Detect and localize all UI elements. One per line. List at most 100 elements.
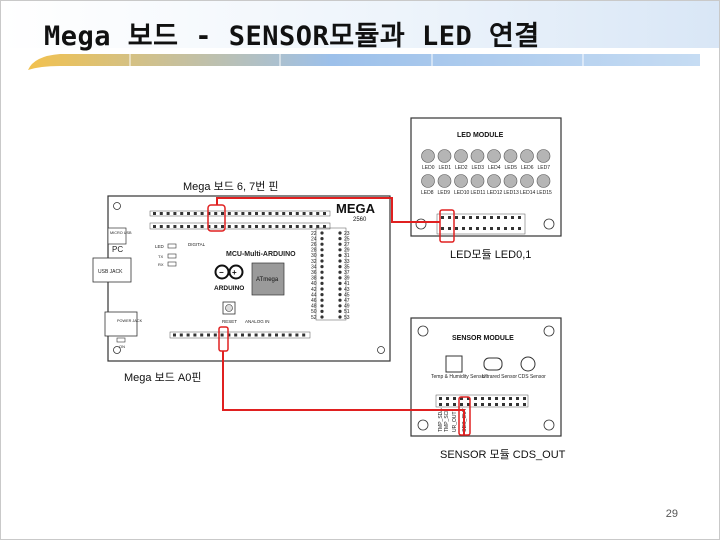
header-pin — [207, 225, 211, 228]
header-pin — [316, 212, 320, 215]
header-pin — [261, 225, 265, 228]
header-pin — [474, 397, 477, 400]
pc-label: PC — [112, 245, 123, 254]
header-pin — [288, 333, 292, 337]
header-pin — [302, 225, 306, 228]
header-pin — [453, 403, 456, 406]
mega-top-note: Mega 보드 6, 7번 핀 — [183, 180, 279, 193]
header-pin — [261, 212, 265, 215]
pin-number-label: 33 — [344, 259, 350, 265]
header-pin — [462, 227, 465, 230]
header-pin — [439, 403, 442, 406]
mount-hole — [415, 218, 427, 230]
header-pin — [166, 225, 170, 228]
header-pin — [511, 216, 514, 219]
on-label: ON — [119, 344, 125, 349]
pin-label-tmp-sda: TMP_SDA — [438, 408, 444, 432]
header-pin — [518, 227, 521, 230]
header-pin — [159, 225, 163, 228]
header-pin — [302, 212, 306, 215]
led-1 — [437, 149, 452, 163]
header-pin — [309, 212, 313, 215]
led-module-caption: LED모듈 LED0,1 — [450, 248, 531, 261]
analog-label: ANALOG IN — [245, 319, 270, 324]
sensor-module-outline — [410, 317, 562, 437]
pin-number-label: 22 — [311, 231, 317, 237]
usb-jack-label: USB JACK — [98, 269, 123, 275]
led-8 — [421, 174, 435, 188]
header-pin — [439, 397, 442, 400]
led-6 — [520, 149, 534, 163]
header-pin — [476, 227, 479, 230]
led-label: LED5 — [505, 165, 518, 171]
digital-header-top — [149, 210, 331, 217]
header-pin — [338, 265, 342, 269]
header-pin — [441, 216, 444, 219]
led-label: LED11 — [471, 190, 486, 196]
header-pin — [248, 212, 252, 215]
led-label: LED0 — [422, 165, 435, 171]
header-pin — [227, 225, 231, 228]
led-label: LED14 — [520, 190, 536, 196]
header-pin — [214, 225, 218, 228]
header-pin — [173, 225, 177, 228]
header-pin — [338, 281, 342, 285]
header-pin — [221, 225, 224, 228]
led-label: LED6 — [521, 165, 534, 171]
mount-hole — [417, 419, 429, 431]
header-pin — [483, 216, 486, 219]
pin-number-label: 41 — [344, 281, 350, 287]
header-pin — [338, 298, 342, 302]
header-pin — [523, 397, 526, 400]
header-pin — [323, 225, 326, 228]
header-pin — [282, 225, 286, 228]
led-label: LED8 — [421, 190, 434, 196]
header-pin — [200, 333, 204, 337]
header-pin — [320, 248, 324, 252]
header-pin — [320, 237, 324, 241]
led-label: LED2 — [455, 165, 468, 171]
header-pin — [193, 333, 197, 337]
header-pin — [467, 403, 470, 406]
header-pin — [193, 225, 197, 228]
status-led — [167, 243, 177, 249]
header-pin — [474, 403, 477, 406]
header-pin — [166, 212, 170, 215]
header-pin — [476, 216, 479, 219]
header-pin — [200, 225, 204, 228]
header-pin — [488, 403, 491, 406]
header-pin — [338, 287, 342, 291]
wire-a0-to-cds-out — [222, 351, 465, 435]
header-pin — [460, 403, 463, 406]
header-pin — [320, 304, 324, 308]
header-pin — [320, 231, 324, 235]
led-4 — [487, 149, 501, 163]
led-11 — [470, 174, 485, 188]
header-pin — [502, 403, 505, 406]
header-pin — [261, 333, 265, 337]
header-pin — [338, 242, 342, 246]
header-pin — [481, 403, 484, 406]
pin-number-label: 29 — [344, 248, 350, 254]
led-13 — [503, 174, 518, 188]
mount-hole — [417, 325, 429, 337]
led-0 — [421, 149, 435, 163]
header-pin — [275, 212, 279, 215]
led-7 — [536, 149, 551, 163]
rx-led — [167, 261, 177, 267]
sensor-module-title: SENSOR MODULE — [452, 335, 514, 342]
header-pin — [448, 227, 451, 230]
header-pin — [320, 287, 324, 291]
header-pin — [227, 333, 231, 337]
pin-number-label: 37 — [344, 270, 350, 276]
micro-usb-port — [107, 227, 127, 245]
chip-label: ATmega — [256, 277, 279, 283]
led-header-pins — [441, 216, 521, 230]
header-pin — [173, 212, 177, 215]
header-pin — [282, 212, 286, 215]
reset-button-cap — [225, 304, 233, 312]
led-label: LED — [155, 244, 165, 249]
header-pin — [213, 333, 217, 337]
ultrared-sensor — [483, 357, 503, 371]
